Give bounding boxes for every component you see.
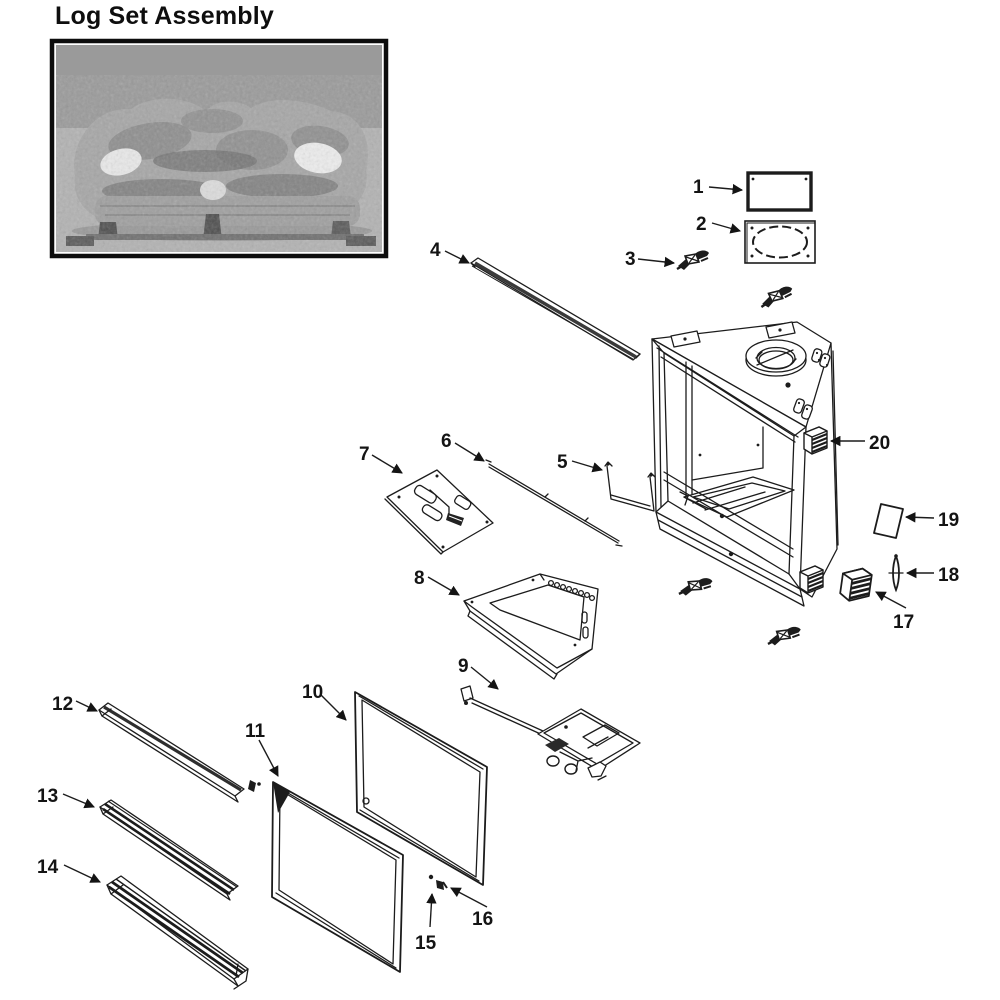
part-5-bracket [604, 461, 656, 512]
part-2-gasket-plate [744, 220, 816, 264]
log-set-photo [49, 38, 389, 259]
part-18-pin [888, 553, 904, 593]
part-20-latch-block [802, 425, 829, 456]
part-3-clip [675, 249, 711, 272]
part-19-plate [873, 503, 904, 539]
callout-7: 7 [359, 444, 403, 474]
callout-13: 13 [37, 786, 95, 809]
svg-text:13: 13 [37, 786, 58, 807]
svg-text:7: 7 [359, 444, 370, 465]
svg-text:6: 6 [441, 431, 452, 452]
callout-19: 19 [904, 510, 959, 531]
part-14-louver-panel [106, 875, 249, 990]
callout-1: 1 [693, 177, 744, 198]
part-17-latch-block [837, 564, 874, 605]
svg-text:9: 9 [458, 656, 469, 677]
callout-6: 6 [441, 431, 485, 462]
svg-text:18: 18 [938, 565, 959, 586]
svg-text:15: 15 [415, 933, 437, 954]
part-10-glass-frame [354, 691, 488, 886]
latch-block-bottom [798, 564, 825, 595]
svg-text:10: 10 [302, 682, 323, 703]
part-11-clip [248, 780, 261, 792]
callout-16: 16 [450, 887, 493, 930]
part-11-glass-frame [248, 780, 404, 973]
callouts: 1 2 3 4 5 6 7 8 9 10 11 12 13 14 15 16 1… [37, 177, 959, 954]
callout-15: 15 [415, 892, 437, 954]
callout-3: 3 [625, 249, 676, 270]
clip-bottom-right [766, 624, 803, 648]
callout-8: 8 [414, 568, 460, 596]
svg-text:19: 19 [938, 510, 959, 531]
svg-text:20: 20 [869, 433, 890, 454]
callout-5: 5 [557, 452, 604, 473]
part-6-rod [485, 459, 623, 547]
part-9-burner-assembly [460, 685, 641, 781]
svg-text:5: 5 [557, 452, 568, 473]
part-4-trim-bar [470, 257, 641, 361]
svg-text:4: 4 [430, 240, 441, 261]
callout-17: 17 [875, 591, 914, 633]
svg-text:17: 17 [893, 612, 914, 633]
svg-text:14: 14 [37, 857, 59, 878]
clip-bottom-left [677, 574, 714, 600]
callout-14: 14 [37, 857, 101, 883]
callout-20: 20 [829, 433, 890, 454]
part-15-16-clips [428, 874, 448, 890]
svg-text:16: 16 [472, 909, 493, 930]
part-8-frame [463, 573, 599, 680]
svg-text:11: 11 [245, 721, 266, 742]
svg-text:12: 12 [52, 694, 73, 715]
svg-text:8: 8 [414, 568, 425, 589]
callout-9: 9 [458, 656, 499, 690]
part-7-plate [384, 469, 494, 555]
part-1-plate [746, 171, 813, 212]
svg-text:1: 1 [693, 177, 704, 198]
svg-text:3: 3 [625, 249, 636, 270]
callout-18: 18 [905, 565, 959, 586]
callout-10: 10 [302, 682, 347, 721]
callout-11: 11 [245, 721, 279, 777]
page-title: Log Set Assembly [55, 2, 274, 30]
clip-top [758, 285, 795, 310]
part-13-louver-bar [99, 799, 239, 901]
callout-2: 2 [696, 214, 742, 235]
callout-12: 12 [52, 694, 98, 715]
callout-4: 4 [430, 240, 470, 264]
part-12-trim-bar [98, 702, 245, 803]
svg-text:2: 2 [696, 214, 707, 235]
firebox [651, 321, 839, 607]
